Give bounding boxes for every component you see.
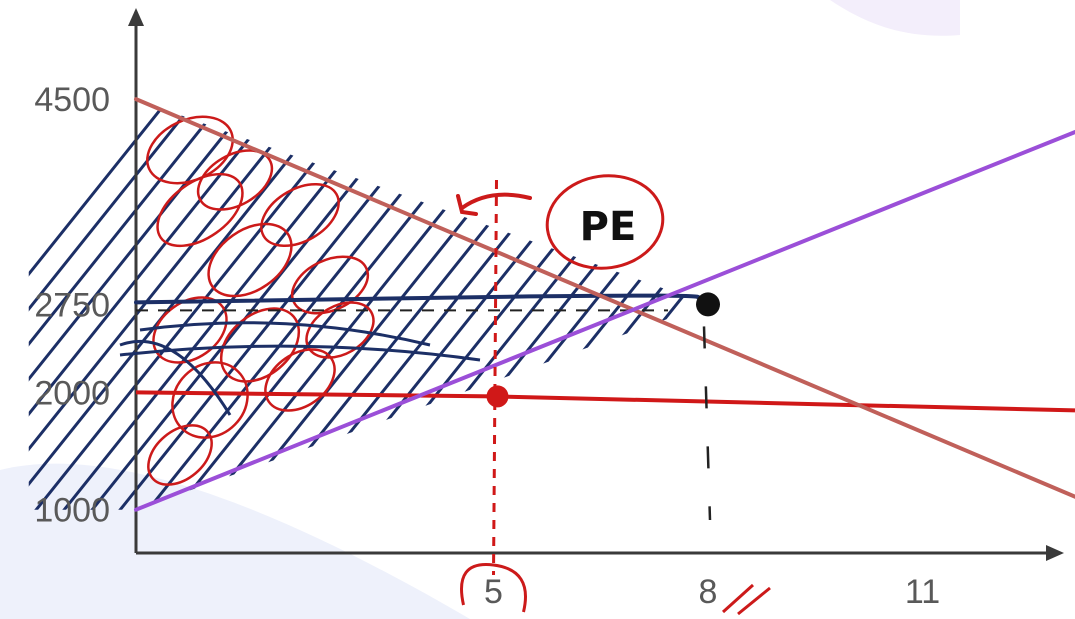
tick-circle-scribble xyxy=(460,563,527,613)
hatch-stroke xyxy=(724,60,1075,560)
hatch-stroke xyxy=(666,99,708,510)
equilibrium-vertical-guide xyxy=(702,326,712,521)
scribble-loop xyxy=(207,222,293,298)
hatch-stroke xyxy=(28,99,258,510)
y-tick-label: 2000 xyxy=(34,374,110,412)
y-tick-label: 4500 xyxy=(34,81,110,119)
hatch-stroke xyxy=(808,60,1075,560)
marked-point xyxy=(486,385,509,408)
scribble-loop xyxy=(260,182,340,248)
x-tick-label: 5 xyxy=(484,573,503,611)
red-scribbles xyxy=(146,115,375,486)
y-tick-label: 1000 xyxy=(34,492,110,530)
hatch-stroke xyxy=(139,321,431,347)
demand-line xyxy=(134,97,1075,499)
annotation-arrow xyxy=(456,192,532,216)
hatch-stroke xyxy=(119,344,481,362)
background-decoration xyxy=(0,0,960,619)
pe-circle xyxy=(545,174,665,270)
hatch-stroke xyxy=(836,60,1075,560)
hatch-stroke xyxy=(28,99,230,510)
hatch-stroke xyxy=(694,99,708,510)
equilibrium-annotation: PE xyxy=(456,174,665,270)
x-tick-label: 8 xyxy=(699,573,718,611)
supply-line xyxy=(134,129,1075,512)
scribble-loop xyxy=(156,172,244,248)
scribble-loop xyxy=(196,149,274,211)
equilibrium-point xyxy=(696,292,720,317)
x-axis-arrow xyxy=(1046,545,1064,561)
y-axis-arrow xyxy=(128,8,144,26)
y-tick-label: 2750 xyxy=(34,286,110,324)
pe-label: PE xyxy=(580,204,637,250)
hatch-stroke xyxy=(28,99,286,510)
floor-vertical-guide xyxy=(492,179,498,576)
axes xyxy=(128,8,1064,561)
y-tick-labels: 1000 2000 2750 4500 xyxy=(34,81,110,530)
hatch-stroke xyxy=(28,99,202,510)
tick-slash-scribble xyxy=(721,583,771,616)
hatch-stroke xyxy=(119,339,232,416)
tick-scribbles xyxy=(460,563,771,616)
scribble-loop xyxy=(305,301,375,359)
scribble-loop xyxy=(147,424,213,486)
x-tick-label: 11 xyxy=(905,573,940,611)
hatch-stroke xyxy=(780,60,1075,560)
hatch-stroke xyxy=(752,60,1075,560)
x-tick-labels: 5 8 11 xyxy=(484,573,940,611)
scribble-loop xyxy=(152,296,228,364)
price-guide-line xyxy=(134,293,701,305)
